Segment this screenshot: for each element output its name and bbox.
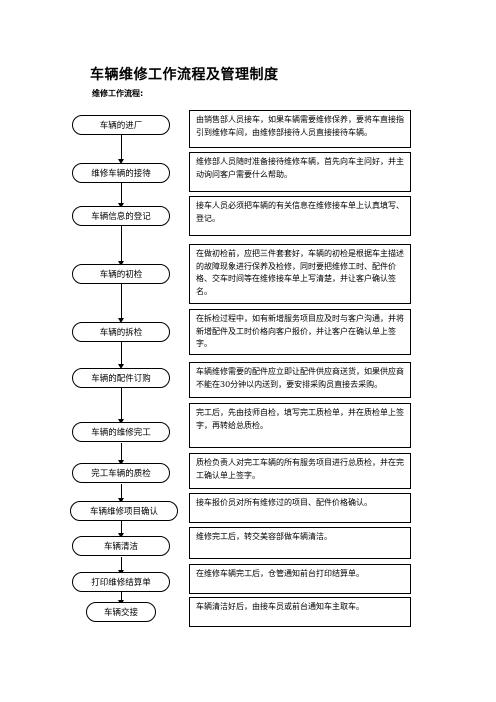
section-subtitle: 维修工作流程:: [92, 89, 144, 98]
arrow-icon: [118, 419, 124, 424]
flow-step-repair-complete: 车辆的维修完工: [72, 422, 170, 442]
arrow-icon: [118, 533, 124, 538]
connector-line: [121, 443, 122, 461]
flow-step-initial-inspection: 车辆的初检: [72, 264, 170, 284]
step-description: 维修完工后，转交美容部做车辆清洁。: [189, 527, 411, 559]
flow-step-vehicle-entry: 车辆的进厂: [72, 115, 170, 135]
step-description: 维修部人员随时准备接待维修车辆，首先向车主问好，并主动询问客户需要什么帮助。: [189, 152, 411, 192]
connector-line: [121, 388, 122, 420]
connector-line: [121, 484, 122, 499]
step-description: 接车人员必须把车辆的有关信息在维修接车单上认真填写、登记。: [189, 196, 411, 236]
flow-step-parts-order: 车辆的配件订购: [72, 368, 170, 388]
connector-line: [121, 135, 122, 160]
step-description: 接车报价员对所有维修过的项目、配件价格确认。: [189, 493, 411, 523]
arrow-icon: [118, 364, 124, 369]
connector-line: [121, 557, 122, 571]
connector-line: [121, 226, 122, 262]
arrow-icon: [118, 261, 124, 266]
step-description: 车辆清洁好后，由接车员或前台通知车主取车。: [189, 597, 411, 627]
flow-step-item-confirmation: 车辆维修项目确认: [70, 501, 178, 521]
arrow-icon: [118, 460, 124, 465]
flow-step-quality-check: 完工车辆的质检: [72, 463, 170, 483]
connector-line: [121, 592, 122, 601]
flow-step-cleaning: 车辆清洁: [72, 536, 170, 556]
step-description: 在做初检前，应把三件套套好，车辆的初检是根据车主描述的故障现象进行保养及检修，同…: [189, 244, 411, 304]
connector-line: [121, 183, 122, 204]
step-description: 质检负责人对完工车辆的所有服务项目进行总质检，并在完工确认单上签字。: [189, 453, 411, 489]
flow-step-disassembly: 车辆的拆检: [72, 322, 170, 342]
step-description: 在维修车辆完工后，仓管通知前台打印结算单。: [189, 564, 411, 594]
flow-step-reception: 维修车辆的接待: [72, 163, 170, 183]
flow-step-print-invoice: 打印维修结算单: [72, 572, 170, 592]
arrow-icon: [118, 498, 124, 503]
arrow-icon: [118, 318, 124, 323]
page-title: 车辆维修工作流程及管理制度: [90, 67, 279, 83]
connector-line: [121, 521, 122, 534]
step-description: 完工后，先由技师自检，填写完工质检单，并在质检单上签字，再转给总质检。: [189, 403, 411, 448]
step-description: 车辆维修需要的配件应立即让配件供应商送货，如果供应商不能在30分钟以内送到，要安…: [189, 362, 411, 398]
arrow-icon: [118, 203, 124, 208]
flow-step-handover: 车辆交接: [86, 602, 156, 622]
connector-line: [121, 342, 122, 365]
connector-line: [121, 284, 122, 319]
step-description: 由销售部人员接车，如果车辆需要维修保养，要将车直接指引到维修车间，由维修部接待人…: [189, 110, 411, 148]
step-description: 在拆检过程中，如有新增服务项目应及时与客户沟通，并将新增配件及工时价格向客户报价…: [189, 309, 411, 355]
flow-step-registration: 车辆信息的登记: [72, 206, 170, 226]
arrow-icon: [118, 159, 124, 164]
